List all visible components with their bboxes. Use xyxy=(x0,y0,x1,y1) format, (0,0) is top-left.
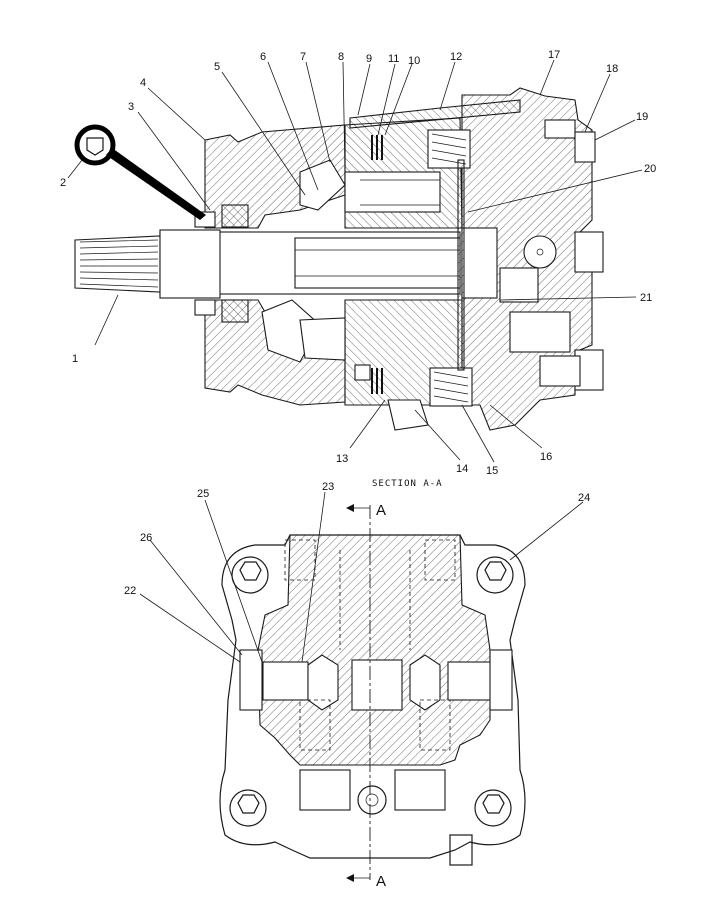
callout-3: 3 xyxy=(128,101,134,113)
detail-leader-wedge xyxy=(106,148,206,220)
callout-26: 26 xyxy=(140,532,152,544)
front-bearing-lower xyxy=(221,299,249,323)
piston-lower xyxy=(299,317,346,361)
callout-25: 25 xyxy=(197,488,209,500)
valve-body xyxy=(257,534,491,766)
shaft-end xyxy=(461,227,498,299)
callout-16: 16 xyxy=(540,451,552,463)
callout-9: 9 xyxy=(366,53,372,65)
center-port xyxy=(357,785,387,815)
callout-labels: 1 2 3 4 5 6 7 8 9 11 10 12 17 18 19 20 2… xyxy=(60,49,656,890)
motor-end-view xyxy=(219,504,526,882)
callout-1: 1 xyxy=(72,353,78,365)
mounting-bolt-lr xyxy=(474,789,512,827)
valve-plate xyxy=(457,159,465,371)
motor-cross-section xyxy=(67,87,604,431)
callout-23: 23 xyxy=(322,481,334,493)
spool-left xyxy=(307,654,339,711)
shaft-splines xyxy=(74,235,161,293)
rear-plug-upper xyxy=(574,231,604,273)
friction-discs-lower xyxy=(371,368,383,394)
center-block xyxy=(351,659,403,711)
callout-7: 7 xyxy=(300,51,306,63)
end-flange xyxy=(219,534,526,859)
callout-21: 21 xyxy=(640,292,652,304)
callout-15: 15 xyxy=(486,465,498,477)
mounting-bolt-ur xyxy=(476,556,514,594)
callout-13: 13 xyxy=(336,453,348,465)
callout-22: 22 xyxy=(124,585,136,597)
callout-12: 12 xyxy=(450,51,462,63)
spring-pack-lower xyxy=(429,367,473,407)
top-rail xyxy=(349,99,521,129)
mounting-bolt-ul xyxy=(231,556,269,594)
section-marker-top: A xyxy=(376,502,386,519)
piston-upper xyxy=(344,171,441,213)
callout-2: 2 xyxy=(60,177,66,189)
shaft-core xyxy=(294,237,461,289)
callout-19: 19 xyxy=(636,111,648,123)
section-arrow-top xyxy=(346,504,370,512)
callout-8: 8 xyxy=(338,51,344,63)
section-marker-bottom: A xyxy=(376,873,386,890)
leader-lines xyxy=(94,59,643,663)
mounting-bolt-ll xyxy=(229,789,267,827)
callout-17: 17 xyxy=(548,49,560,61)
relief-valve xyxy=(523,235,557,269)
shaft-seal-lower xyxy=(194,299,216,316)
bottom-fitting xyxy=(449,834,473,866)
section-caption: SECTION A-A xyxy=(372,479,443,489)
callout-20: 20 xyxy=(644,163,656,175)
valve-bore-right xyxy=(447,661,494,701)
front-bearing xyxy=(221,204,249,228)
callout-6: 6 xyxy=(260,51,266,63)
callout-10: 10 xyxy=(408,55,420,67)
drain-plug xyxy=(387,399,429,431)
spool-right xyxy=(409,654,441,711)
callout-11: 11 xyxy=(388,53,399,65)
valve-bore-left xyxy=(262,661,309,701)
callout-4: 4 xyxy=(140,77,146,89)
section-arrow-bottom xyxy=(346,874,370,882)
rear-bolt xyxy=(574,131,596,163)
detail-bubble xyxy=(74,124,116,166)
callout-18: 18 xyxy=(606,63,618,75)
callout-24: 24 xyxy=(578,492,590,504)
friction-discs-upper xyxy=(371,135,383,160)
callout-5: 5 xyxy=(214,61,220,73)
callout-14: 14 xyxy=(456,463,468,475)
